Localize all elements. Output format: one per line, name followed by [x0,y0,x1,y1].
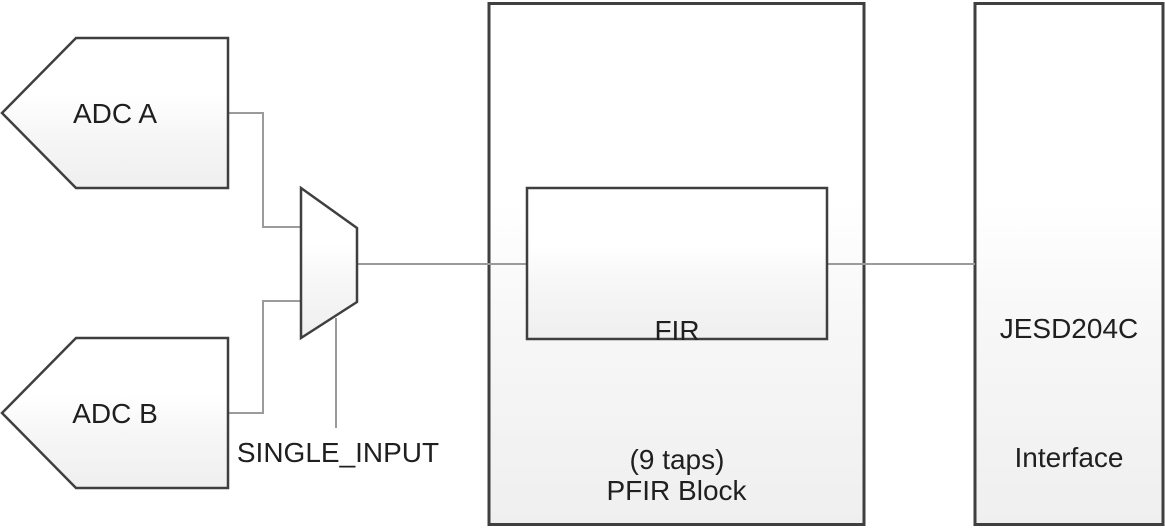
fir-label-line1: FIR [654,315,700,346]
adc-b-label: ADC B [72,398,158,429]
adc-b-to-mux-wire [228,300,300,414]
fir-label: FIR (9 taps) [527,223,827,528]
fir-label-line2: (9 taps) [629,444,725,475]
mux-block [299,185,359,341]
pfir-block-label: PFIR Block [606,475,747,506]
adc-b-block [0,336,230,490]
single-input-label: SINGLE_INPUT [236,437,440,468]
fir-block [525,186,829,341]
adc-a-to-mux-wire [228,112,300,228]
adc-a-block [0,36,230,190]
adc-a-label: ADC A [72,98,158,129]
jesd204c-interface-block [973,2,1165,526]
jesd204c-interface-label: JESD204C Interface [975,221,1163,528]
jesd204c-label-line1: JESD204C [999,313,1139,344]
jesd204c-label-line2: Interface [1014,442,1124,473]
